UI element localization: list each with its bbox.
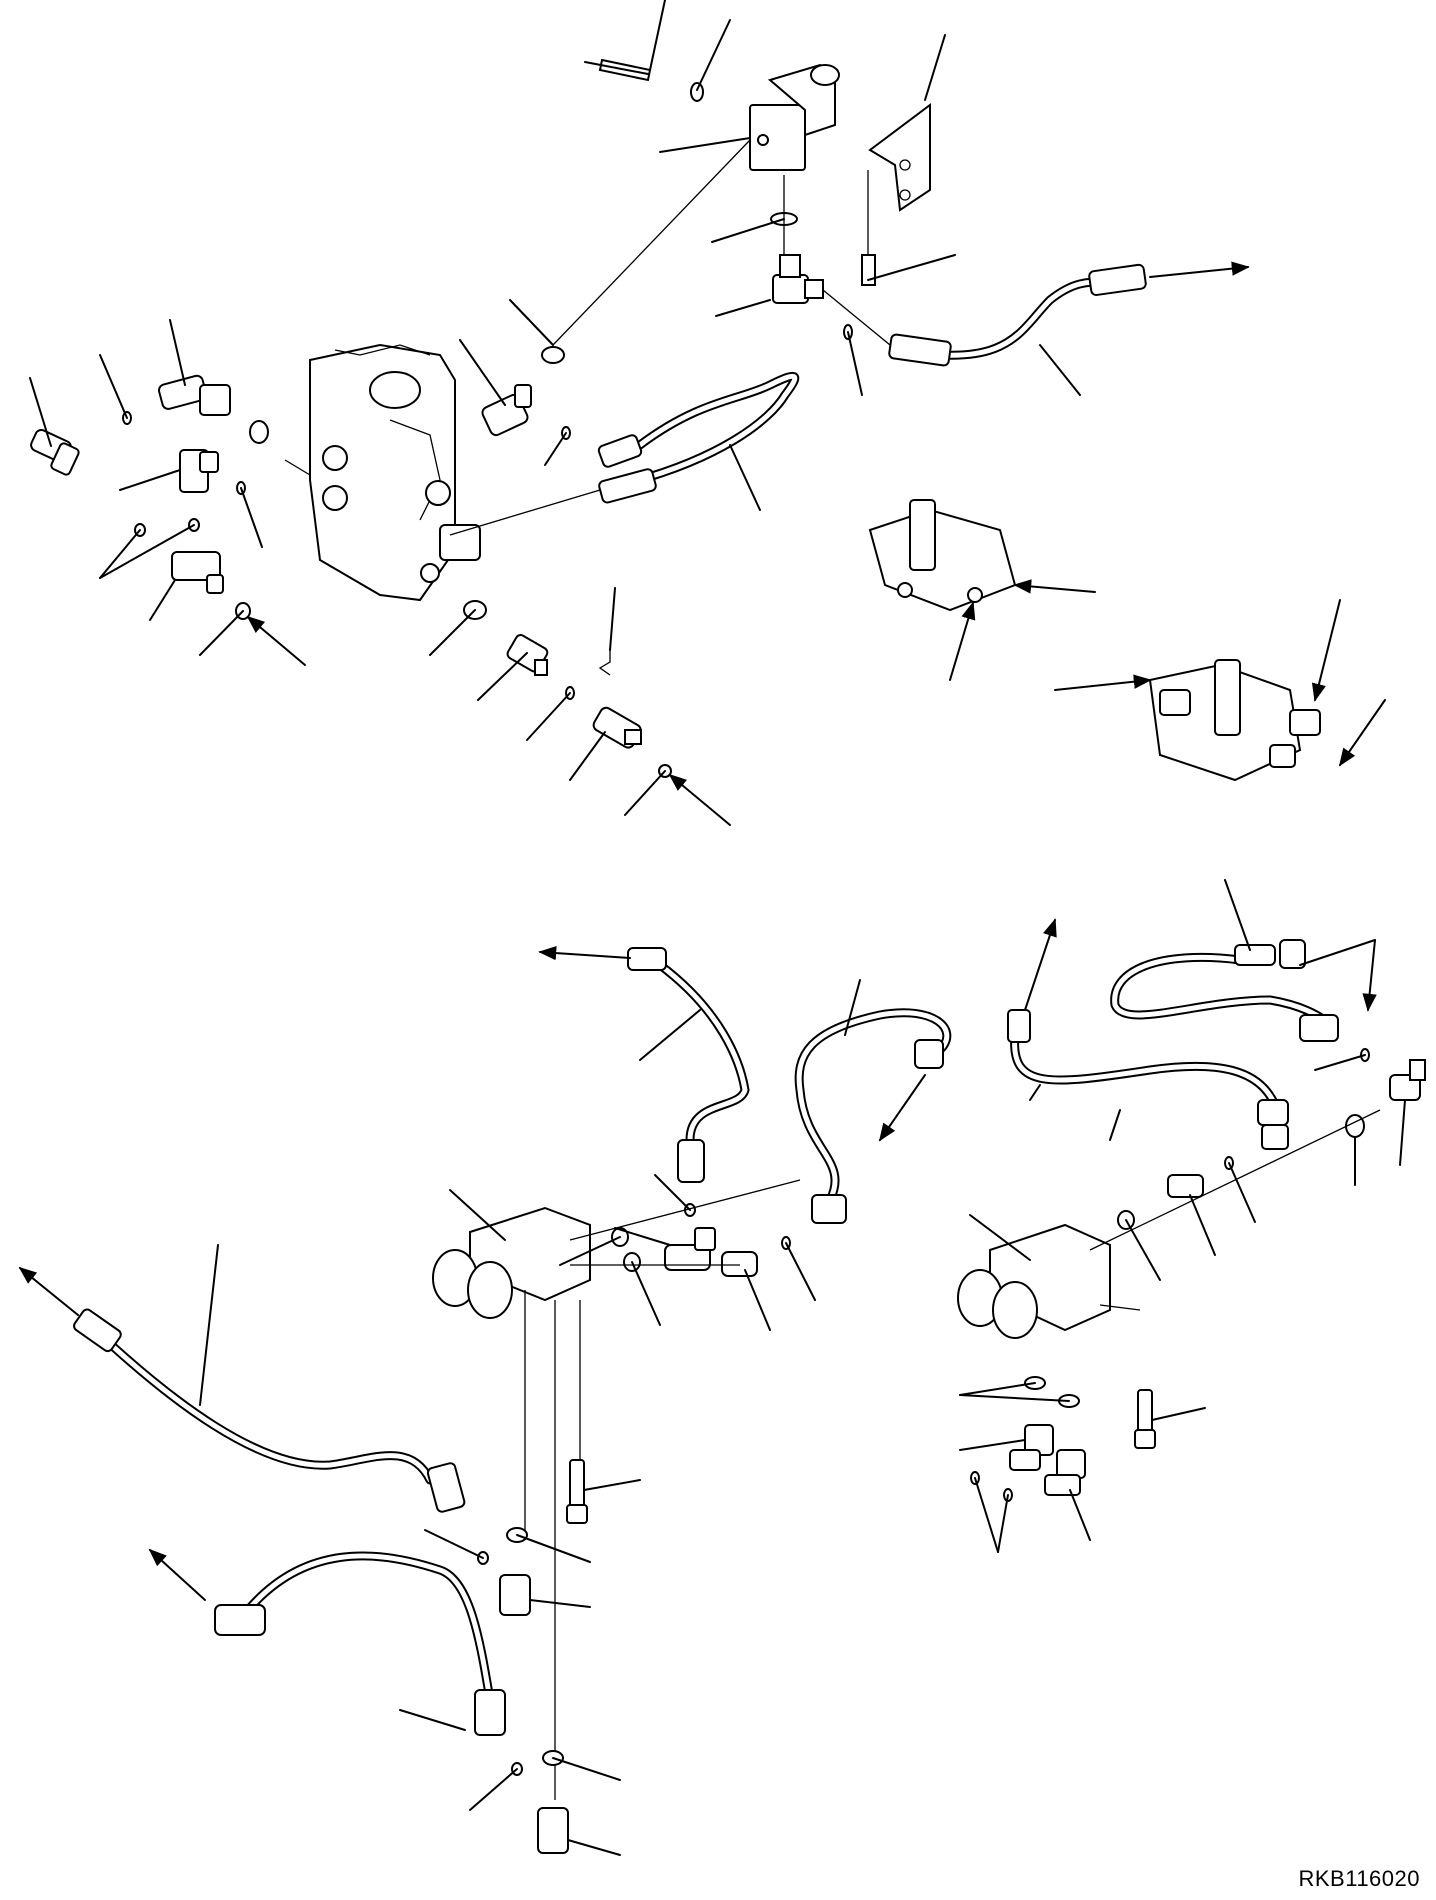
elbow-fitting	[157, 374, 231, 416]
valve-inset	[1148, 659, 1321, 782]
bottom-assembly	[18, 918, 1426, 1854]
hose	[1110, 939, 1339, 1042]
o-ring	[541, 346, 565, 364]
bolt	[861, 254, 876, 286]
hose	[597, 371, 800, 504]
connector	[506, 634, 549, 676]
top-assembly	[30, 58, 1386, 826]
manifold-block	[432, 1206, 591, 1319]
elbow-fitting	[30, 428, 80, 476]
hose	[73, 1308, 466, 1513]
adapter-fitting	[481, 384, 532, 437]
solenoid-valve	[749, 63, 840, 171]
leader-lines	[29, 0, 1406, 1856]
manifold-block	[957, 1223, 1111, 1339]
check-valve	[592, 706, 642, 749]
control-valve	[284, 343, 481, 602]
bolt	[584, 58, 652, 82]
hose	[214, 1551, 506, 1736]
adapter-fitting	[721, 1251, 758, 1277]
hose	[1007, 1009, 1289, 1150]
cap-screw	[1134, 1389, 1156, 1449]
elbow-fitting	[1389, 1059, 1426, 1101]
connector	[537, 1807, 569, 1854]
elbow-fitting	[772, 254, 824, 304]
o-ring	[249, 420, 269, 444]
tee-fitting	[179, 449, 219, 493]
valve-inset	[868, 499, 1017, 612]
hose	[794, 1008, 952, 1224]
check-valve	[171, 551, 224, 594]
elbow-fitting	[664, 1227, 716, 1271]
connector	[499, 1574, 531, 1616]
adapter-fitting	[1167, 1174, 1204, 1198]
o-ring	[1345, 1114, 1365, 1138]
elbow-fitting	[1009, 1424, 1086, 1496]
cap-screw	[566, 1459, 588, 1524]
hose	[627, 947, 750, 1183]
washer	[690, 82, 704, 102]
mounting-bracket	[868, 103, 931, 212]
drawing-code: RKB116020	[1298, 1866, 1420, 1891]
hose	[888, 263, 1147, 367]
